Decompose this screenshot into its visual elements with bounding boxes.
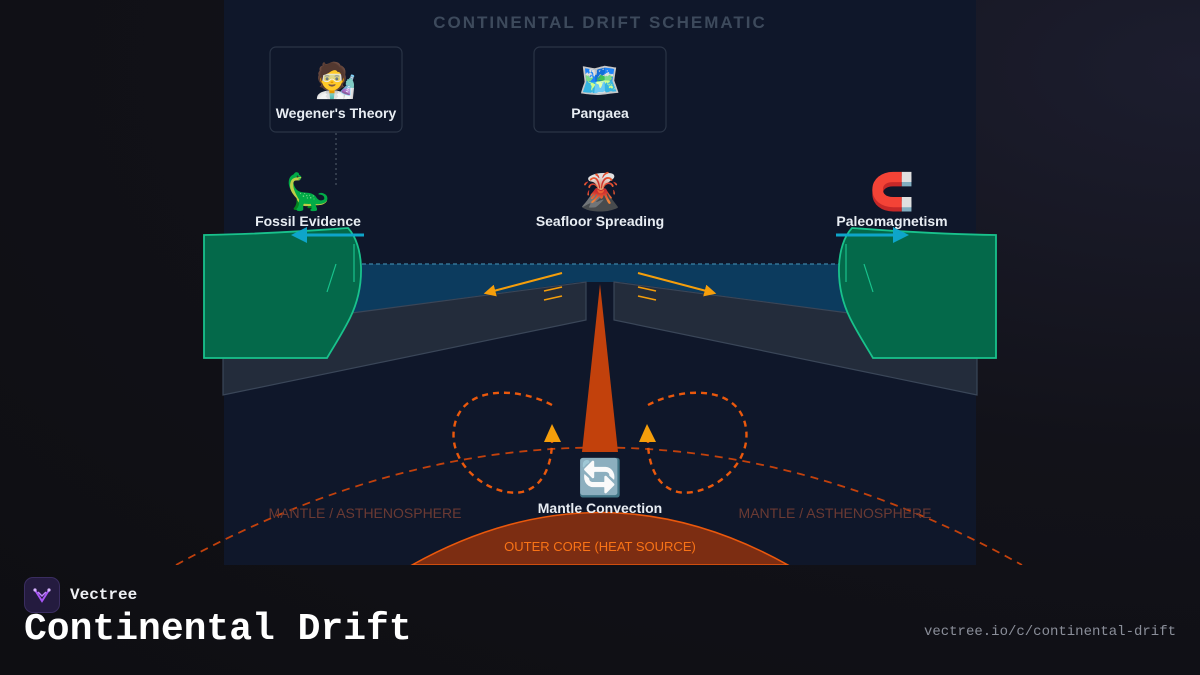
drift-arrow-left-head: [291, 227, 307, 243]
vectree-logo-icon: [24, 577, 60, 613]
outer-core-label: OUTER CORE (HEAT SOURCE): [504, 539, 696, 554]
mantle-label-left: MANTLE / ASTHENOSPHERE: [269, 505, 462, 521]
evidence-paleomagnetism-label: Paleomagnetism: [836, 213, 947, 229]
continent-right-crack: [863, 263, 874, 293]
dinosaur-icon: 🦕: [286, 171, 331, 213]
spread-arrow-right: [637, 272, 717, 297]
source-link[interactable]: vectree.io/c/continental-drift: [923, 624, 1176, 640]
cycle-arrows-icon: 🔄: [578, 457, 623, 499]
continent-right: [838, 227, 997, 359]
convection-arrowhead-right: [639, 424, 656, 442]
spread-arrow-left: [483, 272, 563, 297]
page-title: Continental Drift: [24, 608, 412, 651]
brand-name: Vectree: [70, 586, 138, 604]
card-wegeners-theory: [269, 46, 403, 133]
mantle-convection-label: Mantle Convection: [538, 500, 662, 516]
ocean-water: [224, 264, 976, 330]
continent-left-crack: [326, 263, 337, 293]
magnet-icon: 🧲: [870, 171, 915, 213]
card-pangaea-label: Pangaea: [571, 105, 629, 121]
ridge-tick: [637, 295, 657, 301]
card-pangaea: [533, 46, 667, 133]
ridge-tick: [637, 286, 657, 292]
scientist-icon: 🧑‍🔬: [315, 60, 357, 101]
diagram-title: CONTINENTAL DRIFT SCHEMATIC: [433, 13, 767, 32]
outer-core: [410, 511, 790, 565]
oceanic-plate-left: [222, 281, 587, 396]
volcano-icon: 🌋: [578, 171, 623, 213]
drift-arrow-right-head: [893, 227, 909, 243]
ridge-tick: [543, 295, 563, 301]
card-wegeners-theory-label: Wegener's Theory: [276, 105, 397, 121]
magma-plume: [582, 284, 618, 452]
world-map-icon: 🗺️: [579, 61, 621, 101]
evidence-fossil-label: Fossil Evidence: [255, 213, 361, 229]
brand: Vectree: [24, 577, 137, 613]
continent-left: [203, 227, 362, 359]
ridge-tick: [543, 286, 563, 292]
evidence-seafloor-label: Seafloor Spreading: [536, 213, 664, 229]
convection-arrowhead-left: [544, 424, 561, 442]
mantle-label-right: MANTLE / ASTHENOSPHERE: [739, 505, 932, 521]
